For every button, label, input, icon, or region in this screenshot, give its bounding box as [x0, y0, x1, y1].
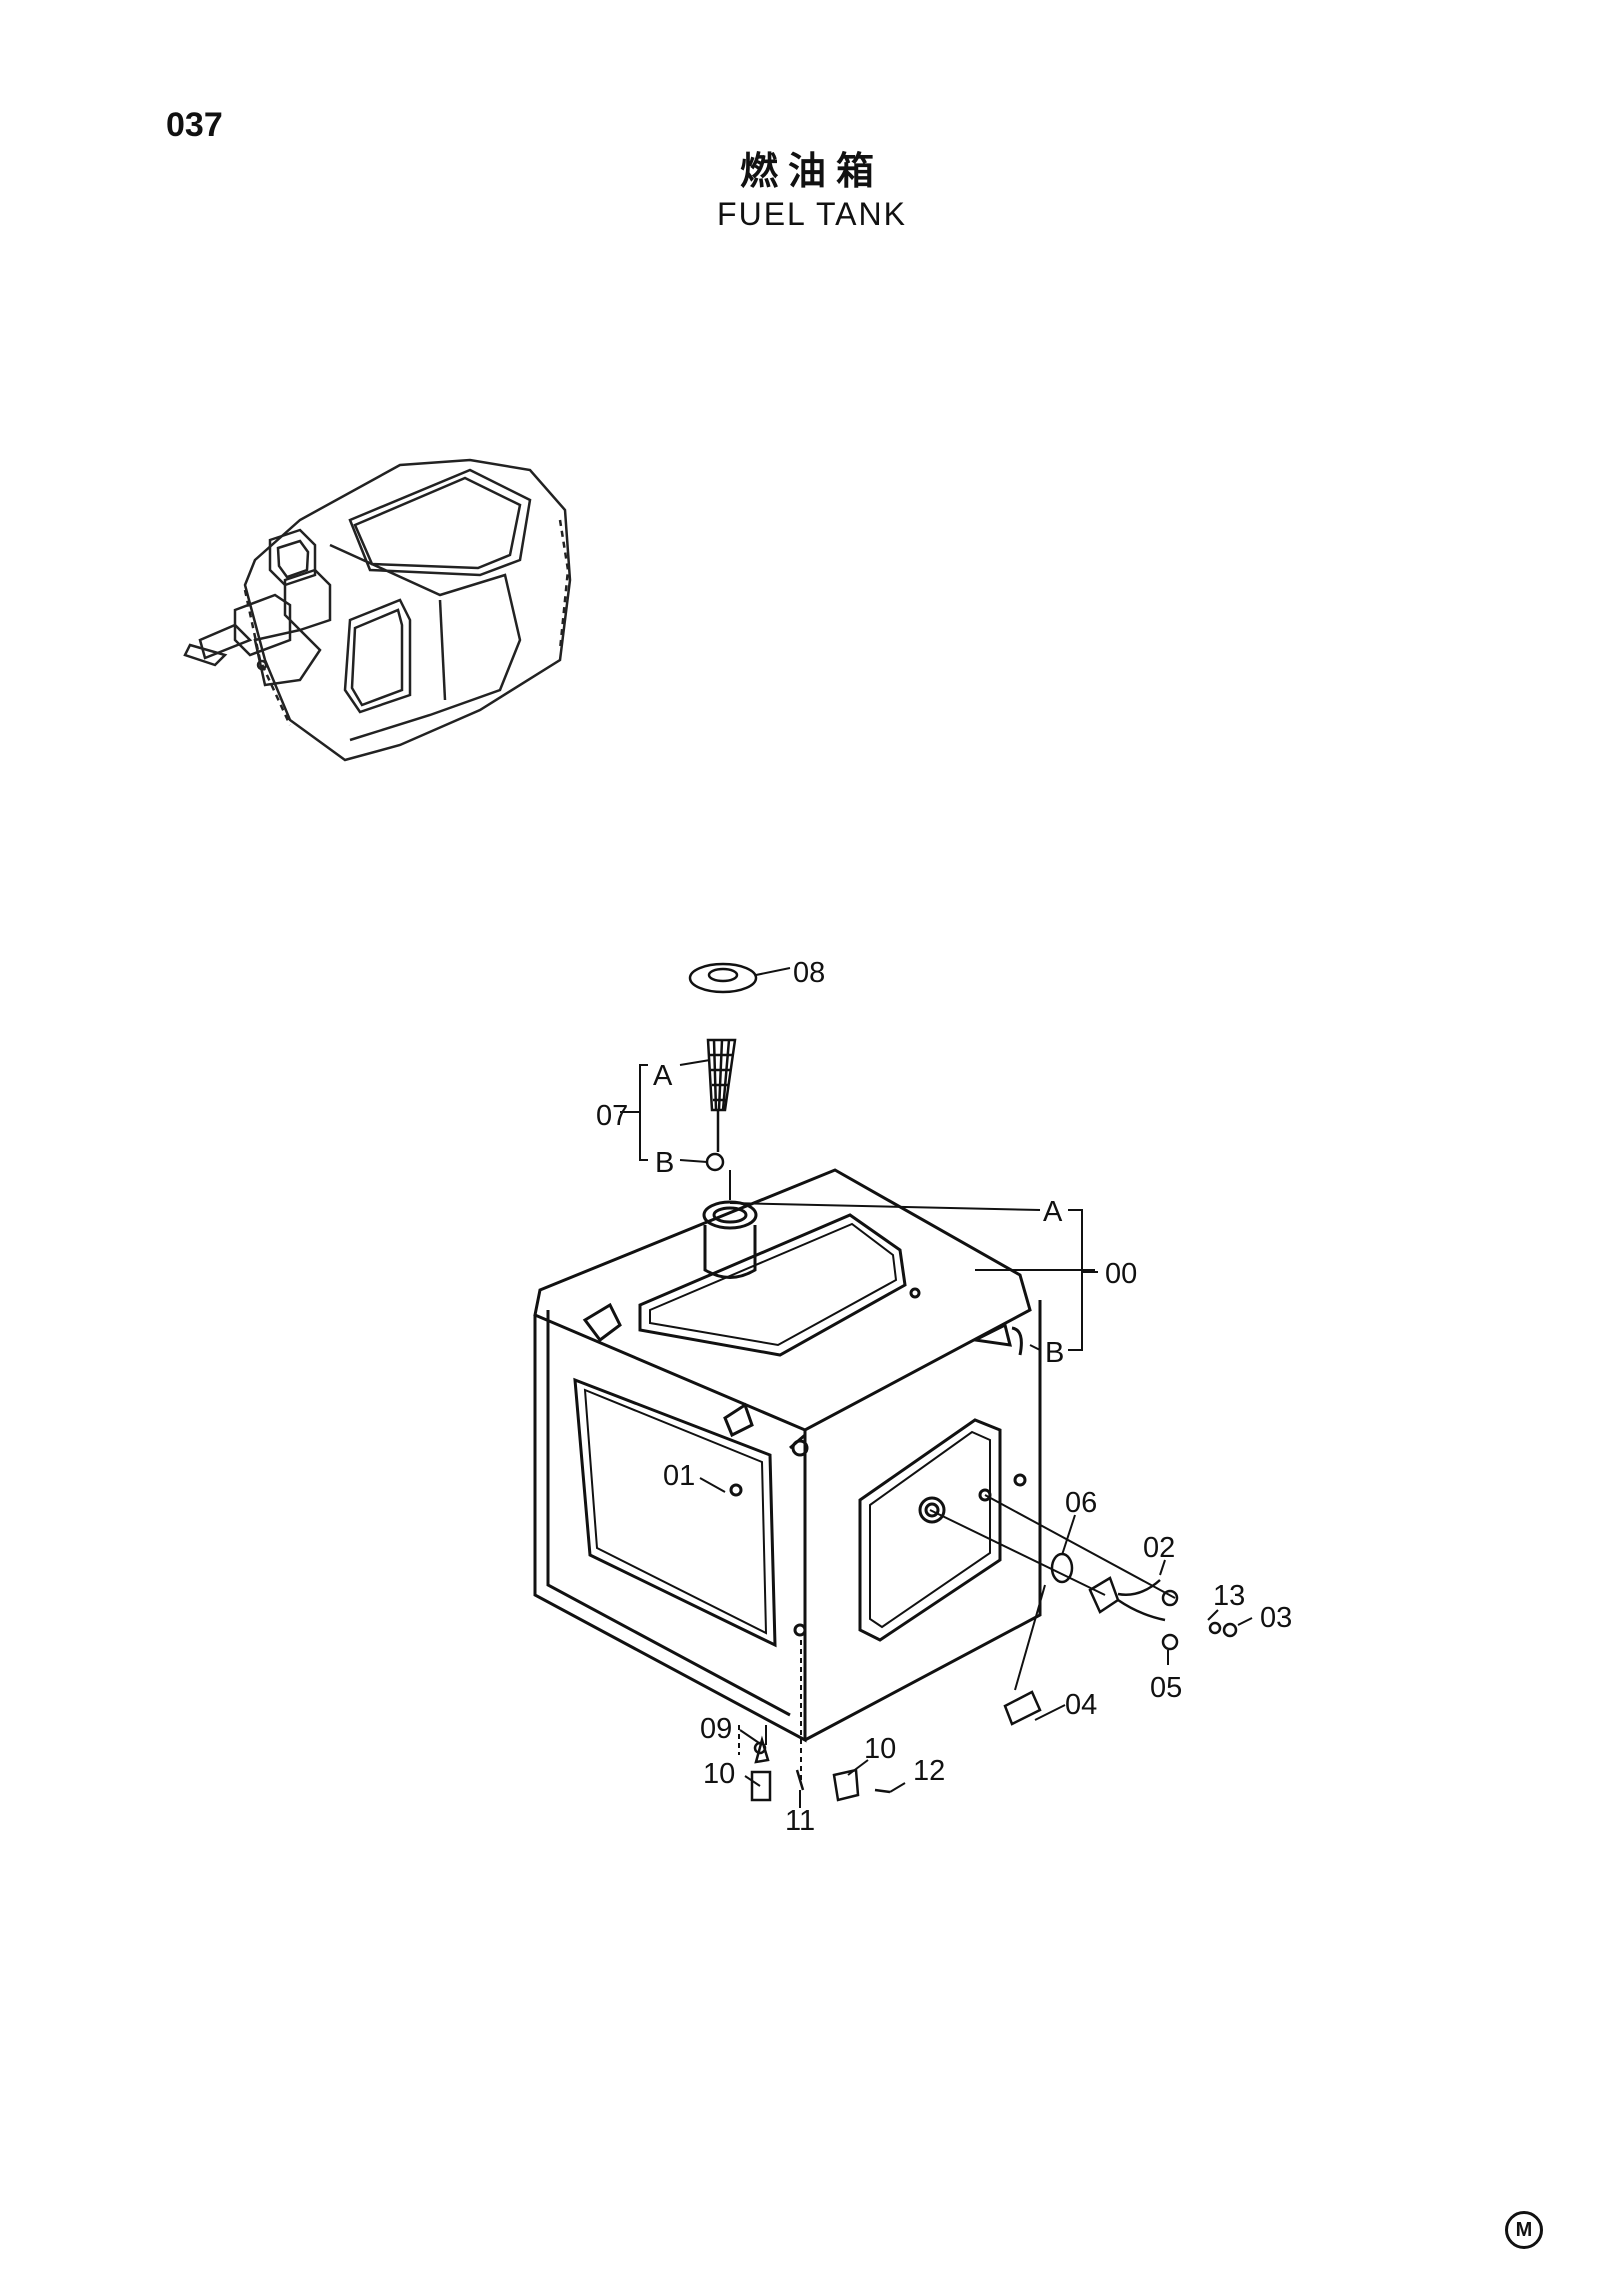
callout-03: 03	[1260, 1602, 1292, 1634]
callout-10-right: 10	[864, 1733, 896, 1765]
callout-B-upper: B	[655, 1147, 674, 1179]
small-parts	[688, 962, 1238, 1802]
callout-A-upper: A	[653, 1060, 673, 1092]
callout-05: 05	[1150, 1672, 1182, 1704]
float	[1003, 1690, 1042, 1726]
callout-labels: 08 A 07 B A 00 B 01 06 02 13 03 04 05 09…	[596, 957, 1292, 1837]
callout-00: 00	[1105, 1258, 1137, 1290]
callout-08: 08	[793, 957, 825, 989]
callout-07: 07	[596, 1100, 628, 1132]
callout-13: 13	[1213, 1580, 1245, 1612]
excavator-thumbnail	[183, 458, 572, 762]
callout-04: 04	[1065, 1689, 1097, 1721]
callout-09: 09	[700, 1713, 732, 1745]
callout-12: 12	[913, 1755, 945, 1787]
fuel-tank-body	[533, 1168, 1042, 1743]
callout-A-lower: A	[1043, 1196, 1063, 1228]
callout-01: 01	[663, 1460, 695, 1492]
callout-B-lower: B	[1045, 1337, 1064, 1369]
callout-11: 11	[785, 1805, 815, 1837]
title-english: FUEL TANK	[717, 196, 907, 232]
fuel-cap	[688, 962, 758, 994]
leader-lines	[620, 967, 1253, 1808]
page-number: 037	[166, 106, 223, 144]
title-chinese: 燃油箱	[739, 149, 884, 193]
callout-10-left: 10	[703, 1758, 735, 1790]
strainer	[706, 1038, 737, 1112]
corner-mark: M	[1505, 2211, 1543, 2249]
callout-06: 06	[1065, 1487, 1097, 1519]
callout-02: 02	[1143, 1532, 1175, 1564]
